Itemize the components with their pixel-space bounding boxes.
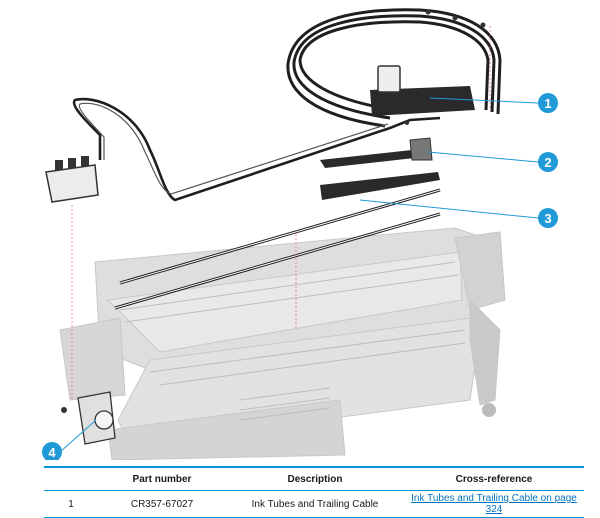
trailing-cable-loop bbox=[286, 8, 502, 128]
callout-2: 2 bbox=[538, 152, 558, 172]
ink-tube-left-inner bbox=[78, 102, 389, 195]
parts-table: Part number Description Cross-reference … bbox=[44, 466, 584, 518]
header-description: Description bbox=[226, 466, 404, 491]
callout-3-label: 3 bbox=[544, 211, 551, 226]
callout-1: 1 bbox=[538, 93, 558, 113]
cable-connector bbox=[377, 65, 401, 93]
table-row: 1 CR357-67027 Ink Tubes and Trailing Cab… bbox=[44, 490, 584, 518]
trailing-strip bbox=[320, 172, 440, 200]
caster-wheel bbox=[482, 403, 496, 417]
exploded-parts-diagram: 1 2 3 4 bbox=[42, 8, 558, 460]
printer-detail-lines bbox=[119, 261, 466, 421]
header-part-number: Part number bbox=[98, 466, 226, 491]
callout-leaders bbox=[59, 97, 539, 453]
callout-4-label: 4 bbox=[48, 445, 56, 460]
cell-description: Ink Tubes and Trailing Cable bbox=[226, 490, 404, 518]
header-item bbox=[44, 466, 98, 491]
table-header-row: Part number Description Cross-reference bbox=[44, 466, 584, 491]
cable-carriage bbox=[370, 86, 475, 116]
cell-item: 1 bbox=[44, 490, 98, 518]
cross-reference-link[interactable]: Ink Tubes and Trailing Cable on page 324 bbox=[404, 490, 584, 518]
ink-supply-station bbox=[45, 156, 99, 203]
alignment-lines bbox=[71, 26, 491, 400]
sensor-bracket bbox=[61, 391, 116, 445]
rail-bracket bbox=[409, 137, 433, 161]
header-cross-reference: Cross-reference bbox=[404, 466, 584, 491]
callout-1-label: 1 bbox=[544, 96, 551, 111]
cable-guide-long-inner bbox=[114, 189, 441, 309]
cell-part-number: CR357-67027 bbox=[98, 490, 226, 518]
callout-2-label: 2 bbox=[544, 155, 551, 170]
callout-3: 3 bbox=[538, 208, 558, 228]
printer-body-ghost bbox=[59, 227, 506, 460]
rail-upper bbox=[320, 148, 432, 168]
screws bbox=[405, 9, 486, 125]
callout-4: 4 bbox=[42, 442, 62, 460]
